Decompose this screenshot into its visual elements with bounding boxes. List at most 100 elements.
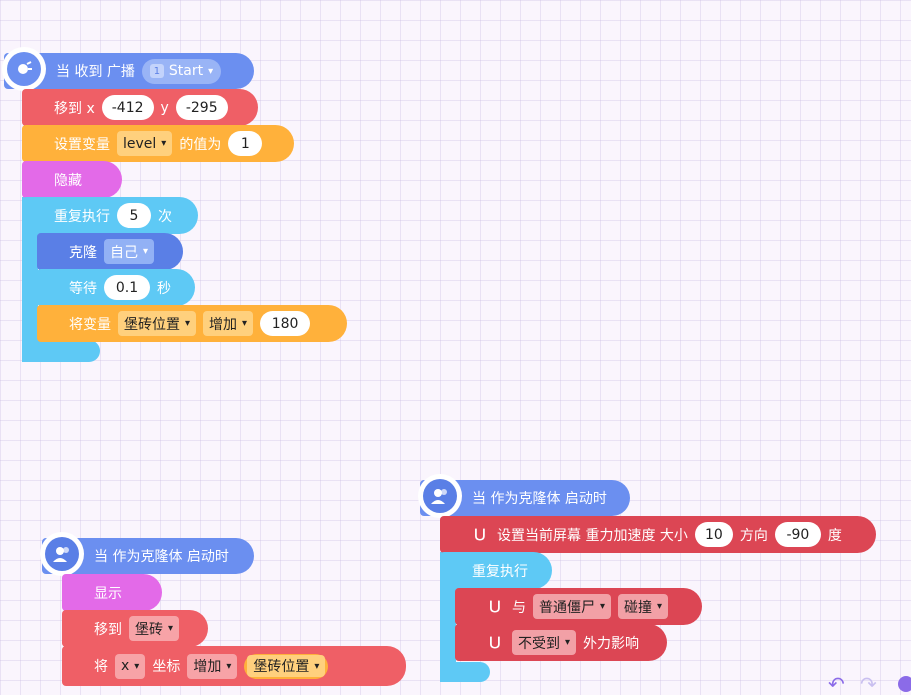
undo-icon[interactable]: ↶: [828, 672, 845, 695]
gravity-unit: 度: [827, 527, 842, 544]
wait-unit: 秒: [157, 280, 171, 297]
clone-target-dropdown[interactable]: 自己 ▾: [104, 239, 155, 264]
chevron-down-icon: ▾: [565, 637, 571, 648]
goto-target-dropdown[interactable]: 堡砖 ▾: [129, 616, 180, 641]
collide-target-dropdown[interactable]: 普通僵尸 ▾: [533, 594, 612, 619]
goto-target-value: 堡砖: [135, 621, 163, 638]
chevron-down-icon: ▾: [185, 318, 191, 329]
change-label: 将变量: [69, 316, 111, 333]
repeat-rail-bottom: [440, 662, 490, 682]
wait-block[interactable]: 等待 0.1 秒: [37, 269, 195, 306]
magnet-icon: ⋃: [474, 527, 486, 542]
create-clone-block[interactable]: 克隆 自己 ▾: [37, 233, 183, 270]
repeat-forever-block[interactable]: 重复执行: [440, 552, 552, 589]
when-clone-start-block[interactable]: 当 作为克隆体 启动时: [40, 532, 254, 576]
coord-label: 将: [94, 659, 108, 675]
collide-with-label: 与: [512, 599, 526, 616]
goto-label: 移到: [94, 621, 122, 638]
repeat-label: 重复执行: [54, 208, 110, 225]
magnet-icon: ⋃: [489, 599, 501, 614]
change-op-value: 增加: [209, 316, 238, 333]
move-x-input[interactable]: -412: [101, 95, 154, 120]
hide-label: 隐藏: [54, 172, 82, 189]
zoom-out-icon[interactable]: [898, 676, 911, 692]
hat-label: 当 作为克隆体 启动时: [472, 491, 607, 507]
clone-target-value: 自己: [110, 244, 138, 261]
clone-users-icon: [45, 537, 79, 571]
force-choice-dropdown[interactable]: 不受到 ▾: [512, 630, 577, 655]
change-op-dropdown[interactable]: 增加 ▾: [203, 311, 254, 336]
repeat-unit: 次: [158, 208, 172, 225]
when-receive-broadcast-block[interactable]: 当 收到 广播 1 Start ▾: [2, 47, 254, 91]
move-y-label: y: [160, 99, 169, 116]
repeat-label: 重复执行: [472, 563, 528, 580]
go-to-block[interactable]: 移到 堡砖 ▾: [62, 610, 208, 647]
broadcast-dropdown[interactable]: 1 Start ▾: [141, 58, 222, 84]
change-var-value: 堡砖位置: [124, 316, 180, 333]
coord-mid-label: 坐标: [152, 659, 181, 675]
coord-axis-value: x: [121, 658, 130, 674]
clone-hat-icon-wrap: [40, 532, 84, 576]
move-label: 移到 x: [54, 100, 95, 117]
repeat-count-input[interactable]: 5: [117, 203, 151, 228]
change-value-input[interactable]: 180: [260, 311, 311, 336]
change-variable-block[interactable]: 将变量 堡砖位置 ▾ 增加 ▾ 180: [37, 305, 347, 342]
show-block[interactable]: 显示: [62, 574, 162, 611]
move-y-input[interactable]: -295: [175, 95, 228, 120]
broadcast-badge: 1: [149, 64, 164, 78]
change-coordinate-block[interactable]: 将 x ▾ 坐标 增加 ▾ 堡砖位置 ▾: [62, 646, 406, 686]
coord-value-dropdown[interactable]: 堡砖位置 ▾: [247, 655, 326, 677]
chevron-down-icon: ▾: [600, 601, 606, 612]
setvar-var-value: level: [123, 135, 157, 152]
chevron-down-icon: ▾: [143, 246, 149, 257]
collide-mode-value: 碰撞: [624, 599, 653, 616]
set-variable-block[interactable]: 设置变量 level ▾ 的值为 1: [22, 125, 294, 162]
repeat-rail: [22, 197, 38, 347]
setvar-label: 设置变量: [54, 136, 110, 153]
coord-op-dropdown[interactable]: 增加 ▾: [187, 653, 238, 679]
gravity-dir-input[interactable]: -90: [774, 522, 821, 547]
show-label: 显示: [94, 585, 122, 602]
gravity-label: 设置当前屏幕 重力加速度 大小: [497, 527, 688, 544]
chevron-down-icon: ▾: [314, 660, 320, 672]
wait-value-input[interactable]: 0.1: [104, 275, 150, 300]
chevron-down-icon: ▾: [161, 138, 167, 149]
collide-mode-dropdown[interactable]: 碰撞 ▾: [618, 594, 669, 619]
broadcast-value: Start: [168, 63, 204, 79]
broadcast-icon: [7, 52, 41, 86]
clone-users-icon: [423, 479, 457, 513]
coord-op-value: 增加: [193, 659, 222, 675]
chevron-down-icon: ▾: [134, 660, 140, 672]
setvar-var-dropdown[interactable]: level ▾: [117, 131, 173, 156]
clone-hat-icon-wrap: [418, 474, 462, 518]
move-to-xy-block[interactable]: 移到 x -412 y -295: [22, 89, 258, 126]
hat-label: 当 作为克隆体 启动时: [94, 549, 229, 565]
gravity-size-input[interactable]: 10: [694, 522, 733, 547]
coord-value-reporter[interactable]: 堡砖位置 ▾: [244, 653, 329, 679]
hat-label: 当 收到 广播: [56, 64, 135, 80]
collide-with-block[interactable]: ⋃ 与 普通僵尸 ▾ 碰撞 ▾: [455, 588, 702, 625]
chevron-down-icon: ▾: [242, 318, 248, 329]
hide-block[interactable]: 隐藏: [22, 161, 122, 198]
chevron-down-icon: ▾: [226, 660, 232, 672]
change-var-dropdown[interactable]: 堡砖位置 ▾: [118, 311, 197, 336]
coord-axis-dropdown[interactable]: x ▾: [115, 653, 146, 679]
force-choice-value: 不受到: [518, 635, 560, 652]
chevron-down-icon: ▾: [168, 623, 174, 634]
repeat-block[interactable]: 重复执行 5 次: [22, 197, 198, 234]
broadcast-hat-icon-wrap: [2, 47, 46, 91]
chevron-down-icon: ▾: [657, 601, 663, 612]
external-force-block[interactable]: ⋃ 不受到 ▾ 外力影响: [455, 624, 667, 661]
when-clone-start-block[interactable]: 当 作为克隆体 启动时: [418, 474, 630, 518]
clone-label: 克隆: [69, 244, 97, 261]
magnet-icon: ⋃: [489, 635, 501, 650]
redo-icon[interactable]: ↷: [860, 672, 877, 695]
set-gravity-block[interactable]: ⋃ 设置当前屏幕 重力加速度 大小 10 方向 -90 度: [440, 516, 876, 553]
force-label: 外力影响: [583, 635, 640, 652]
setvar-mid-label: 的值为: [179, 136, 222, 153]
collide-target-value: 普通僵尸: [539, 599, 595, 616]
chevron-down-icon: ▾: [208, 65, 214, 77]
setvar-value-input[interactable]: 1: [228, 131, 263, 156]
coord-value: 堡砖位置: [253, 659, 310, 675]
